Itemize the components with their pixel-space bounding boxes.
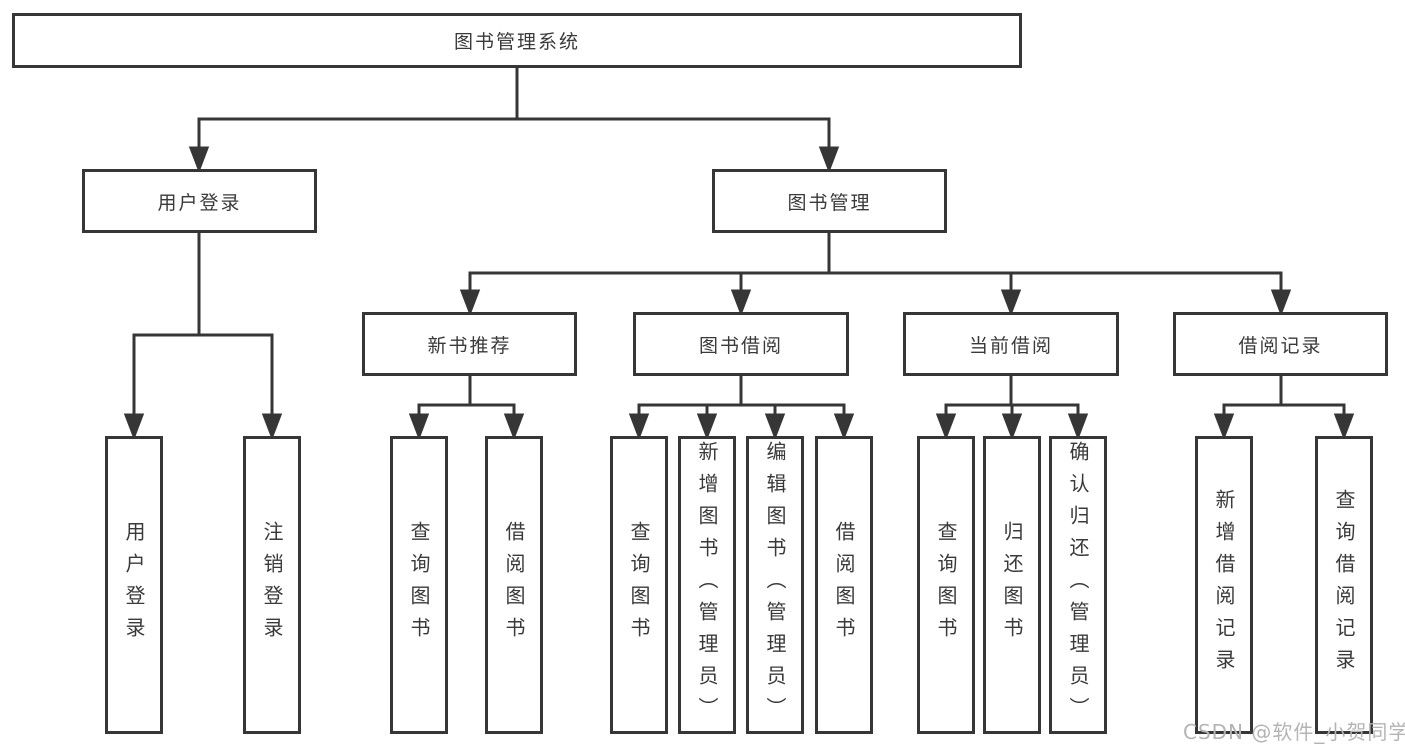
- node-book-management-branch: 图书管理: [712, 169, 947, 233]
- node-book-borrow: 图书借阅: [633, 312, 849, 376]
- arrowhead: [935, 413, 957, 441]
- arrowhead: [261, 413, 283, 441]
- leaf-borrow-book: 借阅图书: [815, 436, 873, 734]
- connector-book-mgmt-to-level3: [459, 233, 1292, 317]
- leaf-logout: 注销登录: [243, 436, 301, 734]
- arrowhead: [1270, 289, 1292, 317]
- node-label: 查询图书: [407, 521, 431, 649]
- arrowhead: [1067, 413, 1089, 441]
- node-label: 借阅图书: [832, 521, 856, 649]
- node-label: 查询图书: [934, 521, 958, 649]
- node-label: 当前借阅: [968, 334, 1053, 357]
- node-label: 用户登录: [157, 191, 242, 214]
- arrowhead: [628, 413, 650, 441]
- leaf-query-book-current: 查询图书: [917, 436, 975, 734]
- arrowhead: [123, 413, 145, 441]
- node-label: 新增借阅记录: [1212, 489, 1236, 681]
- arrowhead: [764, 413, 786, 441]
- arrowhead: [730, 289, 752, 317]
- csdn-watermark: CSDN @软件_小贺同学: [1183, 720, 1405, 744]
- node-label: 用户登录: [122, 521, 146, 649]
- arrowhead: [1333, 413, 1355, 441]
- node-label: 新增图书（管理员）: [695, 441, 719, 729]
- node-label: 查询图书: [627, 521, 651, 649]
- arrowhead: [1000, 289, 1022, 317]
- leaf-user-login: 用户登录: [105, 436, 163, 734]
- arrowhead: [833, 413, 855, 441]
- node-label: 注销登录: [260, 521, 284, 649]
- arrowhead: [408, 413, 430, 441]
- node-label: 确认归还（管理员）: [1066, 441, 1090, 729]
- leaf-borrow-book-recommend: 借阅图书: [485, 436, 543, 734]
- leaf-add-book-admin: 新增图书（管理员）: [678, 436, 736, 734]
- node-root-system: 图书管理系统: [12, 13, 1022, 68]
- leaf-query-book-recommend: 查询图书: [390, 436, 448, 734]
- connector-new-book-group: [408, 376, 525, 441]
- node-current-borrow: 当前借阅: [903, 312, 1119, 376]
- node-label: 借阅图书: [502, 521, 526, 649]
- arrowhead: [818, 146, 840, 174]
- node-label: 借阅记录: [1238, 334, 1323, 357]
- leaf-edit-book-admin: 编辑图书（管理员）: [746, 436, 804, 734]
- connector-user-login-group: [123, 233, 283, 441]
- node-label: 归还图书: [1000, 521, 1024, 649]
- connector-book-borrow-group: [628, 376, 855, 441]
- node-label: 新书推荐: [427, 334, 512, 357]
- leaf-add-borrow-record: 新增借阅记录: [1195, 436, 1253, 734]
- node-new-book-recommend: 新书推荐: [362, 312, 577, 376]
- leaf-query-book-borrow: 查询图书: [610, 436, 668, 734]
- connector-borrow-record-group: [1213, 376, 1355, 441]
- leaf-confirm-return-admin: 确认归还（管理员）: [1049, 436, 1107, 734]
- arrowhead: [503, 413, 525, 441]
- leaf-query-borrow-record: 查询借阅记录: [1315, 436, 1373, 734]
- arrowhead: [459, 289, 481, 317]
- arrowhead: [188, 146, 210, 174]
- node-label: 查询借阅记录: [1332, 489, 1356, 681]
- arrowhead: [1001, 413, 1023, 441]
- connector-current-borrow-group: [935, 376, 1089, 441]
- node-label: 图书借阅: [698, 334, 783, 357]
- arrowhead: [696, 413, 718, 441]
- node-borrow-record: 借阅记录: [1173, 312, 1388, 376]
- leaf-return-book: 归还图书: [983, 436, 1041, 734]
- node-user-login-branch: 用户登录: [82, 169, 317, 233]
- node-label: 图书管理: [787, 191, 872, 214]
- node-label: 图书管理系统: [453, 31, 580, 53]
- connector-root-to-level2: [188, 68, 840, 174]
- node-label: 编辑图书（管理员）: [763, 441, 787, 729]
- arrowhead: [1213, 413, 1235, 441]
